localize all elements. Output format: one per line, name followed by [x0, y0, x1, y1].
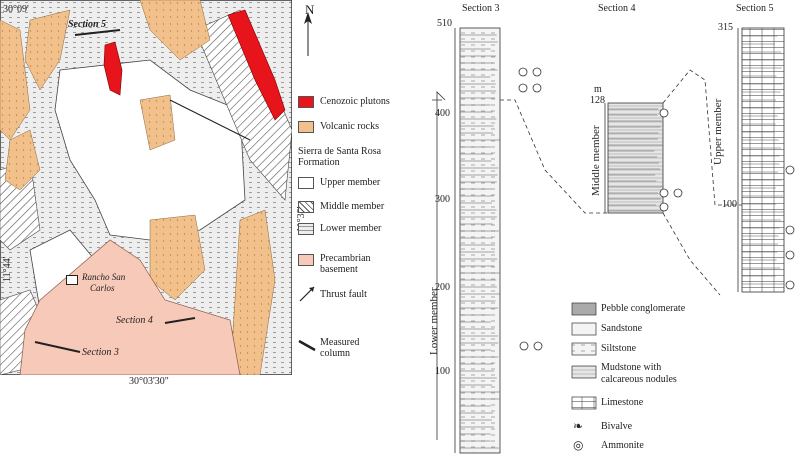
- coord-top: 30°09': [3, 4, 29, 15]
- section3-label: Section 3: [82, 347, 119, 358]
- section5-column: [737, 27, 785, 293]
- legend-item-measured-1: Measured: [320, 337, 360, 348]
- legend-item-middle: Middle member: [320, 201, 385, 212]
- fossil-marker: [533, 341, 543, 351]
- section4-label: Section 4: [116, 315, 153, 326]
- legend-swatch-middle: [298, 201, 314, 213]
- middle-member-label: Middle member: [590, 125, 602, 196]
- legend-formation-line2: Formation: [298, 157, 340, 168]
- s3-tick-400: 400: [435, 108, 450, 119]
- legend-item-thrust: Thrust fault: [320, 289, 367, 300]
- legend-swatch-precambrian: [298, 254, 314, 266]
- middle-member-area: [194, 9, 292, 201]
- legend-swatch-mudstone: [571, 365, 597, 379]
- lower-member-label: Lower member: [428, 287, 440, 356]
- geologic-map: [0, 0, 292, 375]
- s5-top: 315: [718, 22, 733, 33]
- legend-item-ammonite: Ammonite: [601, 440, 644, 451]
- upper-member-label: Upper member: [712, 98, 724, 165]
- legend-item-volcanic: Volcanic rocks: [320, 121, 379, 132]
- section4-column: [604, 102, 664, 214]
- legend-swatch-plutons: [298, 96, 314, 108]
- correlation-line-3: [662, 69, 742, 206]
- section5-line: [74, 29, 121, 36]
- s3-tick-300: 300: [435, 194, 450, 205]
- legend-item-bivalve: Bivalve: [601, 421, 633, 432]
- legend-item-limestone: Limestone: [601, 397, 644, 408]
- bivalve-icon: ❧: [573, 419, 584, 433]
- measured-column-icon: [298, 339, 316, 352]
- s3-tick-200: 200: [435, 282, 450, 293]
- section5-label: Section 5: [68, 19, 107, 30]
- fossil-marker: [659, 202, 669, 212]
- fossil-marker: [518, 83, 528, 93]
- legend-swatch-upper: [298, 177, 314, 189]
- section5-title: Section 5: [736, 3, 774, 14]
- fossil-marker: [785, 250, 795, 260]
- fossil-marker: [673, 188, 683, 198]
- volcanic-area: [24, 9, 71, 91]
- fossil-marker: [519, 341, 529, 351]
- legend-formation-line1: Sierra de Santa Rosa: [298, 146, 382, 157]
- legend-item-lower: Lower member: [320, 223, 382, 234]
- correlation-line-1: [500, 99, 608, 214]
- section3-line: [34, 341, 81, 353]
- legend-swatch-volcanic: [298, 121, 314, 133]
- fossil-marker: [532, 67, 542, 77]
- north-label: N: [305, 2, 315, 17]
- correlation-line-2: [662, 212, 721, 296]
- fossil-marker: [659, 108, 669, 118]
- legend-swatch-conglomerate: [571, 302, 597, 316]
- legend-swatch-sandstone: [571, 322, 597, 336]
- legend-item-precambrian-2: basement: [320, 264, 358, 275]
- legend-item-mudstone-2: calcareous nodules: [601, 374, 677, 385]
- legend-item-measured-2: column: [320, 348, 350, 359]
- section3-title: Section 3: [462, 3, 500, 14]
- fossil-marker: [785, 225, 795, 235]
- legend-item-upper: Upper member: [320, 177, 381, 188]
- s4-unit: m: [594, 84, 602, 95]
- lower-member-bracket: [432, 99, 442, 440]
- ammonite-icon: ◎: [573, 438, 584, 452]
- pluton-area: [227, 9, 286, 121]
- section4-title: Section 4: [598, 3, 636, 14]
- thrust-fault-icon: [299, 286, 315, 302]
- fossil-marker: [785, 165, 795, 175]
- precambrian-area: [19, 239, 241, 375]
- legend-item-plutons: Cenozoic plutons: [320, 96, 390, 107]
- legend-item-siltstone: Siltstone: [601, 343, 637, 354]
- fossil-marker: [785, 280, 795, 290]
- north-arrow-icon: [304, 12, 312, 56]
- coord-bottom: 30°03'30": [129, 376, 169, 387]
- legend-item-sandstone: Sandstone: [601, 323, 643, 334]
- legend-item-conglomerate: Pebble conglomerate: [601, 303, 686, 314]
- legend-swatch-limestone: [571, 396, 597, 410]
- legend-item-precambrian-1: Precambrian: [320, 253, 371, 264]
- s5-mark: 100: [722, 199, 737, 210]
- ranch-marker-icon: [66, 275, 78, 285]
- legend-item-mudstone-1: Mudstone with: [601, 362, 662, 373]
- fossil-marker: [532, 83, 542, 93]
- place-label-1: Rancho San: [82, 272, 126, 282]
- s4-top: 128: [590, 95, 605, 106]
- section4-line: [164, 317, 196, 324]
- section3-column: [454, 27, 501, 454]
- legend-swatch-lower: [298, 223, 314, 235]
- s3-tick-100: 100: [435, 366, 450, 377]
- place-label-2: Carlos: [90, 283, 115, 293]
- legend-swatch-siltstone: [571, 342, 597, 356]
- s3-tick-510: 510: [437, 18, 452, 29]
- fossil-marker: [659, 188, 669, 198]
- fossil-symbols: [518, 67, 795, 351]
- thrust-fault: [169, 99, 251, 141]
- fossil-marker: [518, 67, 528, 77]
